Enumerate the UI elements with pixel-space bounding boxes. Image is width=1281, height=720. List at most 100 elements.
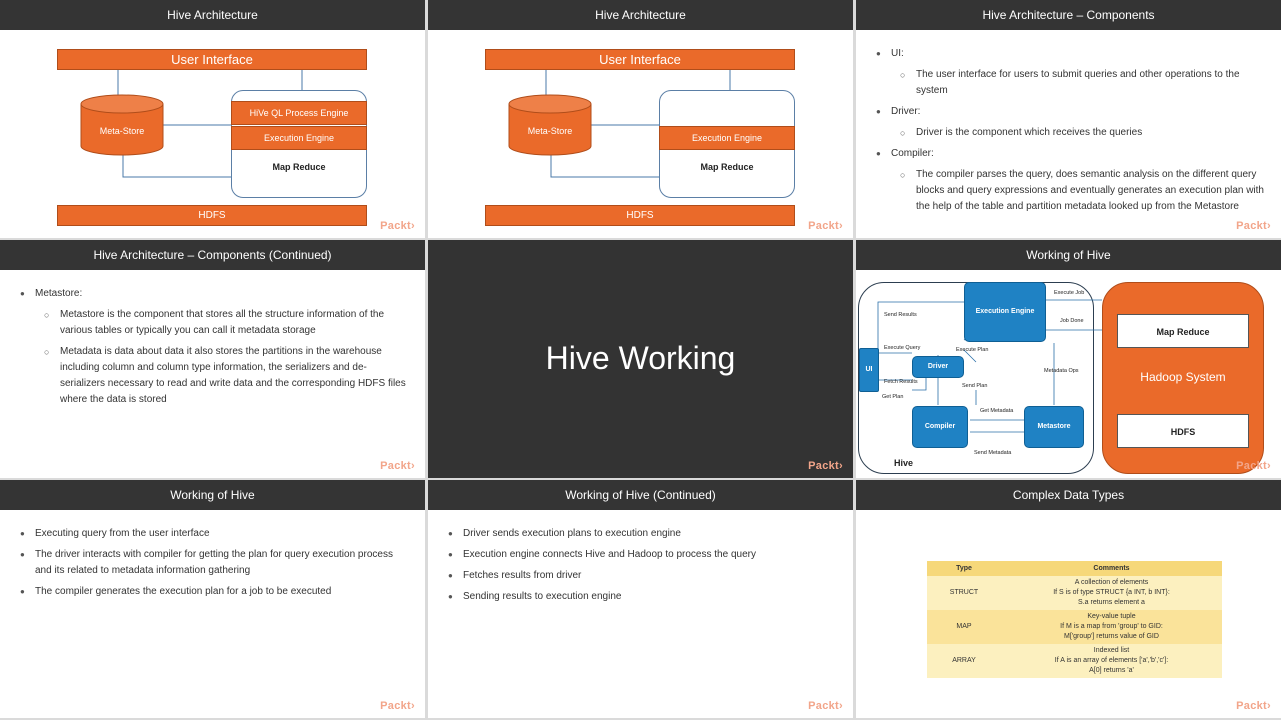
label-execute-query: Execute Query (884, 345, 921, 351)
slide-hive-architecture-2[interactable]: Hive Architecture User Interface Meta-St… (428, 0, 853, 238)
label-send-results: Send Results (884, 312, 917, 318)
comment-line: A collection of elements (1074, 579, 1149, 586)
label-get-metadata: Get Metadata (980, 408, 1014, 414)
packt-logo: Packt› (808, 460, 843, 472)
hdfs-bar: HDFS (57, 205, 367, 226)
packt-logo: Packt› (808, 220, 843, 232)
label-get-plan: Get Plan (882, 394, 904, 400)
metastore-label: Meta-Store (527, 126, 573, 136)
comment-line: S.a returns element a (1078, 599, 1145, 606)
comment-line: If A is an array of elements ['a','b','c… (1054, 657, 1169, 664)
slide-components[interactable]: Hive Architecture – Components UI: The u… (856, 0, 1281, 238)
bullet: Sending results to execution engine (448, 589, 839, 605)
hdfs-box: HDFS (1117, 414, 1249, 448)
comment-cell: Indexed list If A is an array of elements… (1001, 644, 1222, 678)
bullet: UI: (876, 46, 1267, 62)
compiler-box: Compiler (912, 406, 968, 448)
slide-title: Hive Architecture – Components (856, 0, 1281, 30)
arch-connectors (545, 70, 731, 178)
bullet: Executing query from the user interface (20, 526, 411, 542)
bullet-list: Metastore: Metastore is the component th… (20, 286, 411, 413)
slide-hive-architecture-1[interactable]: Hive Architecture User Interface Meta-St… (0, 0, 425, 238)
map-reduce-label: Map Reduce (700, 162, 754, 172)
metastore-box: Metastore (1024, 406, 1084, 448)
packt-logo: Packt› (808, 700, 843, 712)
user-interface-bar: User Interface (485, 49, 795, 70)
slide-hive-working[interactable]: Hive Working Packt› (428, 240, 853, 478)
arch-connectors (117, 70, 303, 178)
bullet: Execution engine connects Hive and Hadoo… (448, 547, 839, 563)
type-cell: MAP (927, 610, 1001, 644)
bullet: Metastore: (20, 286, 411, 302)
sub-bullet: Driver is the component which receives t… (876, 125, 1267, 141)
bullet-list: Executing query from the user interface … (20, 526, 411, 605)
section-title: Hive Working (545, 340, 736, 376)
comment-line: M['group'] returns value of GID (1064, 633, 1159, 640)
packt-logo: Packt› (380, 700, 415, 712)
comment-line: If M is a map from 'group' to GID: (1060, 623, 1163, 630)
ui-box: UI (859, 348, 879, 392)
label-job-done: Job Done (1060, 318, 1084, 324)
map-reduce-box: Map Reduce (1117, 314, 1249, 348)
comment-line: If S is of type STRUCT {a INT, b INT}: (1053, 589, 1170, 596)
slide-working-of-hive[interactable]: Working of Hive Executing query from the… (0, 480, 425, 718)
bullet: Compiler: (876, 146, 1267, 162)
comment-line: Key-value tuple (1087, 613, 1136, 620)
comment-cell: Key-value tuple If M is a map from 'group… (1001, 610, 1222, 644)
slide-title: Hive Architecture – Components (Continue… (0, 240, 425, 270)
map-reduce-label: Map Reduce (272, 162, 326, 172)
hiveql-process-engine: HiVe QL Process Engine (231, 101, 367, 125)
packt-logo: Packt› (380, 220, 415, 232)
packt-logo: Packt› (1236, 220, 1271, 232)
hadoop-system-label: Hadoop System (1140, 370, 1226, 384)
slide-complex-data-types[interactable]: Complex Data Types Type Comments STRUCT … (856, 480, 1281, 718)
packt-logo: Packt› (380, 460, 415, 472)
comment-cell: A collection of elements If S is of type … (1001, 576, 1222, 610)
bullet-list: UI: The user interface for users to subm… (876, 46, 1267, 220)
slide-title: Complex Data Types (856, 480, 1281, 510)
bullet: The driver interacts with compiler for g… (20, 547, 411, 579)
table-header-row: Type Comments (927, 561, 1222, 576)
bullet: The compiler generates the execution pla… (20, 584, 411, 600)
label-send-metadata: Send Metadata (974, 450, 1012, 456)
column-header: Comments (1001, 561, 1222, 576)
packt-logo: Packt› (1236, 460, 1271, 472)
user-interface-bar: User Interface (57, 49, 367, 70)
slide-title: Working of Hive (Continued) (428, 480, 853, 510)
bullet: Driver: (876, 104, 1267, 120)
packt-logo: Packt› (1236, 700, 1271, 712)
slide-title: Working of Hive (856, 240, 1281, 270)
column-header: Type (927, 561, 1001, 576)
hive-label: Hive (894, 458, 914, 468)
table-row: MAP Key-value tuple If M is a map from 'g… (927, 610, 1222, 644)
driver-box: Driver (912, 356, 964, 378)
label-fetch-results: Fetch Results (884, 379, 918, 385)
metastore-cylinder (508, 94, 592, 156)
execution-engine: Execution Engine (659, 126, 795, 150)
label-metadata-ops: Metadata Ops (1044, 368, 1079, 374)
label-execute-job: Execute Job (1054, 290, 1085, 296)
sub-bullet: The user interface for users to submit q… (876, 67, 1267, 99)
slide-title: Working of Hive (0, 480, 425, 510)
comment-line: Indexed list (1093, 647, 1130, 654)
metastore-label: Meta-Store (99, 126, 145, 136)
type-cell: ARRAY (927, 644, 1001, 678)
table-row: ARRAY Indexed list If A is an array of el… (927, 644, 1222, 678)
bullet: Fetches results from driver (448, 568, 839, 584)
label-execute-plan: Execute Plan (956, 347, 989, 353)
sub-bullet: Metadata is data about data it also stor… (20, 344, 411, 408)
comment-line: A[0] returns 'a' (1089, 667, 1134, 674)
sub-bullet: Metastore is the component that stores a… (20, 307, 411, 339)
hdfs-bar: HDFS (485, 205, 795, 226)
label-send-plan: Send Plan (962, 383, 988, 389)
slide-title: Hive Architecture (0, 0, 425, 30)
slide-components-continued[interactable]: Hive Architecture – Components (Continue… (0, 240, 425, 478)
table-row: STRUCT A collection of elements If S is o… (927, 576, 1222, 610)
bullet-list: Driver sends execution plans to executio… (448, 526, 839, 610)
slide-working-diagram[interactable]: Working of Hive Execution Engine Driver (856, 240, 1281, 478)
slide-working-of-hive-continued[interactable]: Working of Hive (Continued) Driver sends… (428, 480, 853, 718)
type-cell: STRUCT (927, 576, 1001, 610)
metastore-cylinder (80, 94, 164, 156)
sub-bullet: The compiler parses the query, does sema… (876, 167, 1267, 215)
